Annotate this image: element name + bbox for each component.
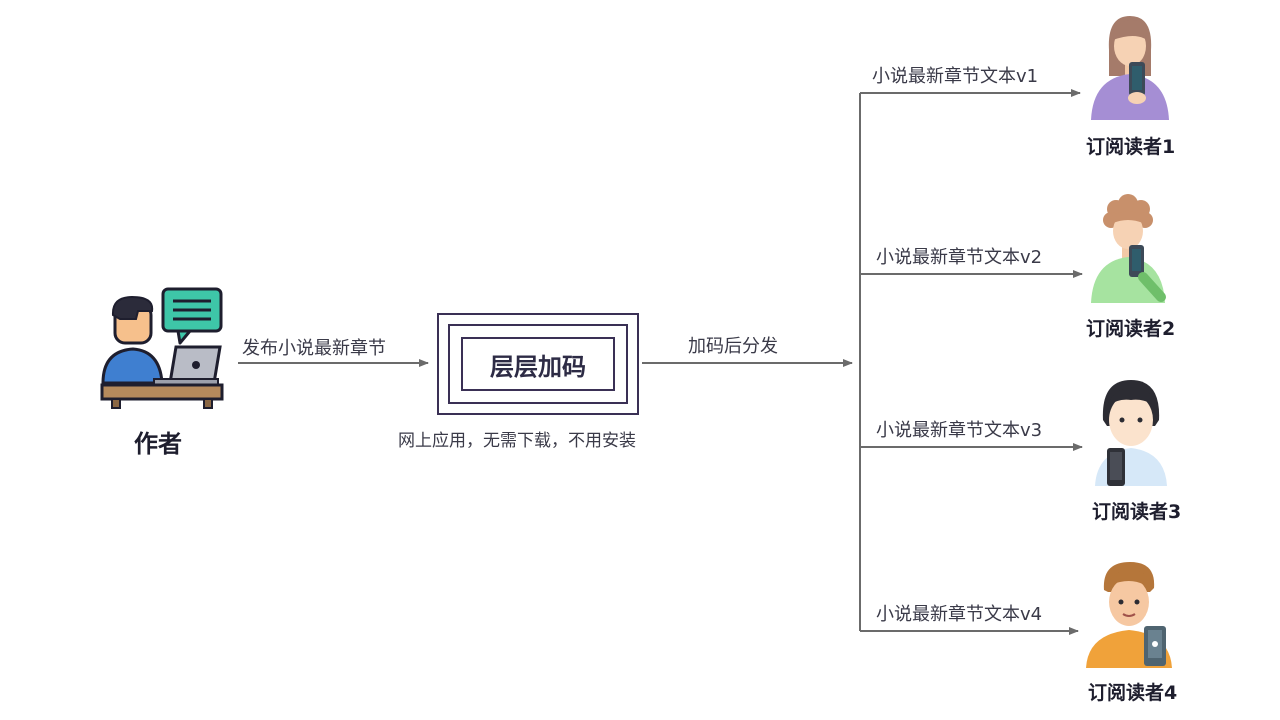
reader-edge-label-1: 小说最新章节文本v1	[872, 66, 1039, 87]
reader-edge-label-2: 小说最新章节文本v2	[876, 247, 1043, 268]
reader-label-2: 订阅读者2	[1086, 318, 1176, 340]
reader-label-1: 订阅读者1	[1086, 136, 1176, 158]
reader-label-3: 订阅读者3	[1092, 501, 1182, 523]
author-edge-label: 发布小说最新章节	[242, 338, 386, 359]
author-icon	[100, 287, 224, 409]
encoder-note: 网上应用，无需下载，不用安装	[398, 431, 636, 451]
encoder-inner-box: 层层加码	[461, 337, 615, 391]
author-label: 作者	[134, 430, 182, 458]
reader-orange-icon	[1086, 562, 1172, 668]
encoder-edge-label: 加码后分发	[688, 336, 778, 357]
encoder-middle-box	[448, 324, 628, 404]
reader-blackhair-icon	[1095, 380, 1167, 486]
encoder-title: 层层加码	[490, 352, 586, 381]
reader-woman-icon	[1091, 16, 1169, 120]
reader-curly-icon	[1091, 194, 1166, 303]
encoder-outer-box	[437, 313, 639, 415]
reader-edge-label-3: 小说最新章节文本v3	[876, 420, 1043, 441]
reader-edge-label-4: 小说最新章节文本v4	[876, 604, 1043, 625]
reader-label-4: 订阅读者4	[1088, 682, 1178, 704]
